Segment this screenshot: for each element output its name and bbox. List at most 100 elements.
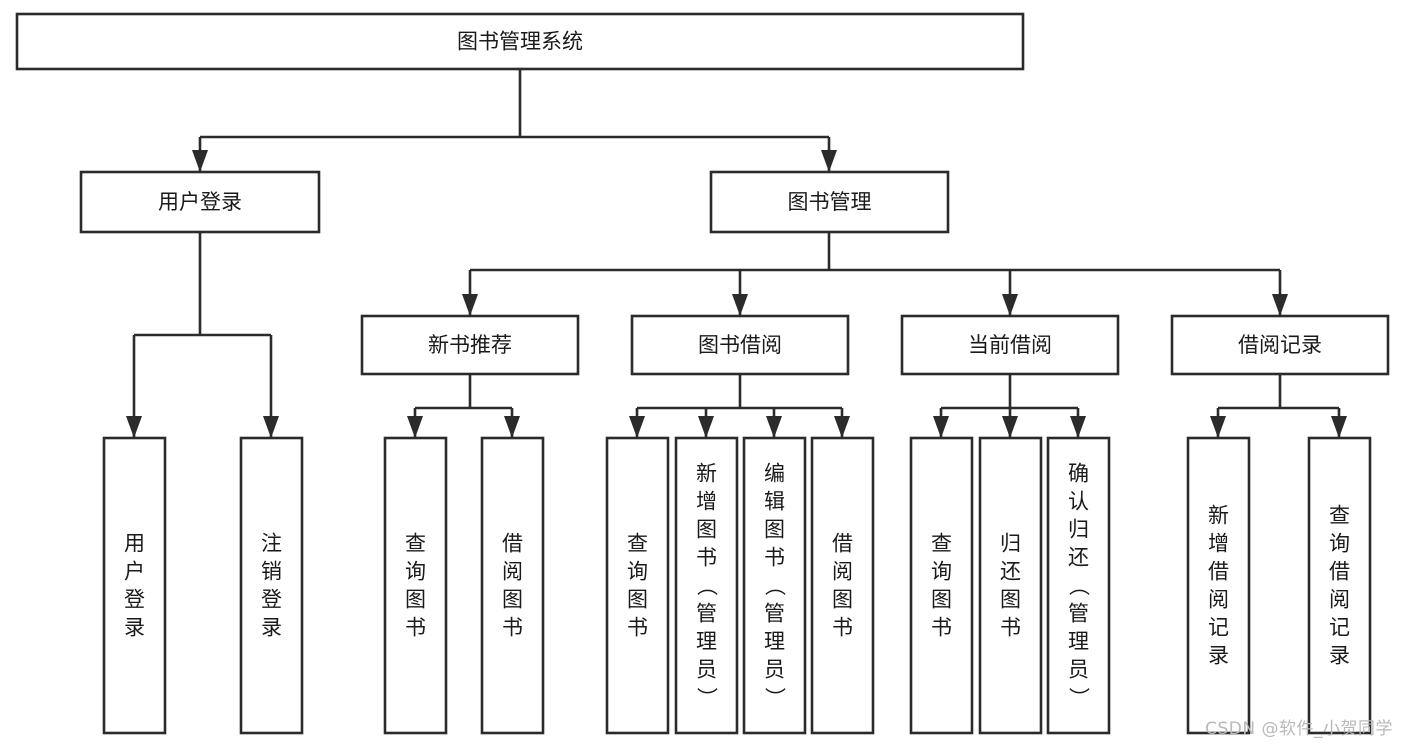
arrow-head-icon — [766, 416, 782, 438]
node-label-leaf-user-login: 用户登录 — [124, 532, 145, 640]
node-leaf-user-login[interactable]: 用户登录 — [102, 436, 167, 735]
node-box-book-manage[interactable] — [709, 170, 950, 234]
svg-text:图: 图 — [696, 518, 717, 542]
svg-text:图: 图 — [832, 588, 853, 612]
svg-text:归: 归 — [1000, 532, 1021, 556]
node-label-borrow-record: 借阅记录 — [1238, 333, 1322, 357]
node-book-manage[interactable]: 图书管理 — [709, 170, 950, 234]
connector-bus-borrow-record — [1210, 374, 1347, 438]
svg-text:确: 确 — [1068, 462, 1089, 486]
node-box-leaf-user-login[interactable] — [102, 436, 167, 735]
node-label-user-login: 用户登录 — [158, 190, 242, 214]
node-box-leaf-user-logout[interactable] — [239, 436, 304, 735]
node-box-new-book-rec[interactable] — [360, 314, 580, 376]
svg-text:询: 询 — [931, 560, 952, 584]
node-box-leaf-query-record[interactable] — [1307, 436, 1372, 735]
svg-text:理: 理 — [696, 630, 717, 654]
svg-text:编: 编 — [764, 462, 785, 486]
svg-text:还: 还 — [1000, 560, 1021, 584]
svg-text:询: 询 — [405, 560, 426, 584]
node-book-borrow[interactable]: 图书借阅 — [630, 314, 850, 376]
node-box-borrow-record[interactable] — [1170, 314, 1390, 376]
arrow-head-icon — [126, 416, 142, 438]
node-box-leaf-borrow-book-1[interactable] — [480, 436, 545, 735]
connector-bus-book-borrow — [629, 374, 850, 438]
arrow-head-icon — [263, 416, 279, 438]
node-box-leaf-query-book-2[interactable] — [605, 436, 670, 735]
node-box-leaf-query-book-1[interactable] — [383, 436, 448, 735]
node-user-login[interactable]: 用户登录 — [79, 170, 321, 234]
node-current-borrow[interactable]: 当前借阅 — [900, 314, 1120, 376]
svg-text:书: 书 — [627, 616, 648, 640]
node-box-leaf-return-book[interactable] — [978, 436, 1043, 735]
arrow-head-icon — [192, 150, 208, 172]
arrow-head-icon — [1002, 294, 1018, 316]
node-box-user-login[interactable] — [79, 170, 321, 234]
arrow-head-icon — [1331, 416, 1347, 438]
node-box-current-borrow[interactable] — [900, 314, 1120, 376]
connector-bus-user-login — [126, 232, 279, 438]
svg-text:员: 员 — [696, 658, 717, 682]
svg-text:户: 户 — [124, 560, 145, 584]
svg-text:（: （ — [695, 575, 719, 596]
svg-text:登: 登 — [261, 588, 282, 612]
node-root[interactable]: 图书管理系统 — [15, 12, 1025, 71]
node-new-book-rec[interactable]: 新书推荐 — [360, 314, 580, 376]
svg-text:理: 理 — [764, 630, 785, 654]
node-box-leaf-confirm-return[interactable] — [1046, 436, 1111, 735]
svg-text:用: 用 — [124, 532, 145, 556]
svg-text:图: 图 — [931, 588, 952, 612]
svg-text:查: 查 — [1329, 504, 1350, 528]
svg-text:注: 注 — [261, 532, 282, 556]
connector-bus-new-book-rec — [407, 374, 520, 438]
node-box-leaf-add-record[interactable] — [1186, 436, 1251, 735]
svg-text:还: 还 — [1068, 546, 1089, 570]
svg-text:新: 新 — [696, 462, 717, 486]
connector-bus-current-borrow — [933, 374, 1086, 438]
arrow-head-icon — [732, 294, 748, 316]
svg-text:阅: 阅 — [832, 560, 853, 584]
svg-text:书: 书 — [502, 616, 523, 640]
arrow-head-icon — [462, 294, 478, 316]
svg-text:查: 查 — [627, 532, 648, 556]
node-box-leaf-edit-book[interactable] — [742, 436, 807, 735]
svg-text:查: 查 — [405, 532, 426, 556]
svg-text:阅: 阅 — [1208, 588, 1229, 612]
svg-text:记: 记 — [1208, 616, 1229, 640]
node-box-leaf-borrow-book-2[interactable] — [810, 436, 875, 735]
node-layer: 图书管理系统用户登录图书管理新书推荐图书借阅当前借阅借阅记录用户登录注销登录查询… — [15, 12, 1390, 735]
connector-bus-root — [192, 69, 837, 172]
node-box-root[interactable] — [15, 12, 1025, 71]
node-box-leaf-query-book-3[interactable] — [909, 436, 974, 735]
node-box-book-borrow[interactable] — [630, 314, 850, 376]
svg-text:录: 录 — [124, 616, 145, 640]
node-borrow-record[interactable]: 借阅记录 — [1170, 314, 1390, 376]
node-box-leaf-add-book[interactable] — [674, 436, 739, 735]
arrow-head-icon — [821, 150, 837, 172]
svg-text:归: 归 — [1068, 518, 1089, 542]
svg-text:增: 增 — [1208, 532, 1229, 556]
svg-text:借: 借 — [832, 532, 853, 556]
arrow-head-icon — [1070, 416, 1086, 438]
